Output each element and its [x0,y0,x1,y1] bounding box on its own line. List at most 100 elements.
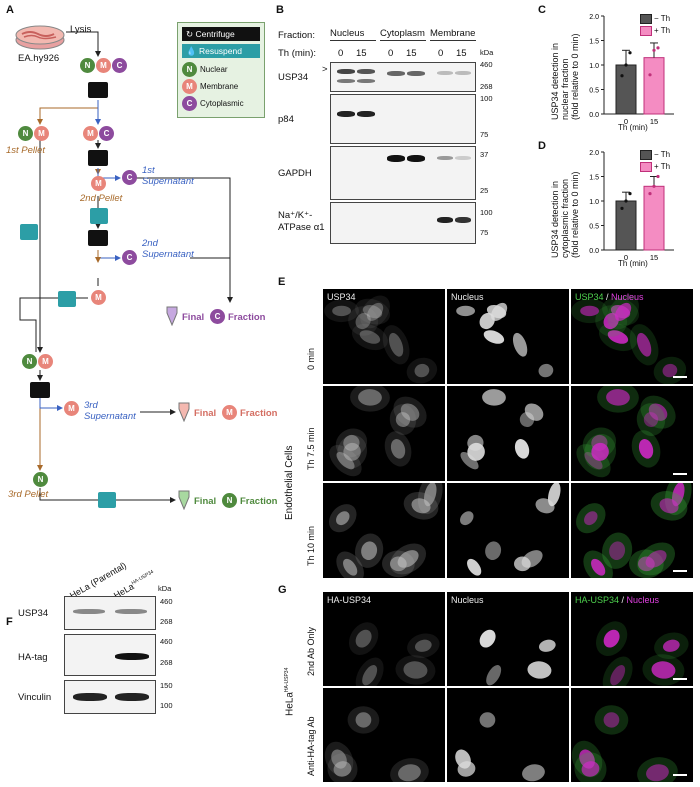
e-micrograph-r1-c0 [323,386,445,481]
time-15: 15 [406,48,417,59]
f-row-usp34: USP34 [18,608,49,619]
row-label-p84: p84 [278,114,294,125]
final-n-label: Final [194,496,217,507]
chart-d-xlabel: Th (min) [618,259,648,268]
tube-icon [178,402,190,423]
mw-marker: 75 [480,228,489,237]
chart-c-xlabel: Th (min) [618,123,648,132]
tube-icon [166,306,178,327]
y-tick-label: 1.0 [589,199,599,206]
cytoplasmic-marker: C [210,309,225,324]
cytoplasmic-marker: C [122,170,137,185]
g-micrograph-r0-c0: HA-USP34 [323,592,445,686]
y-tick-label: 0.5 [589,224,599,231]
legend-plus-th: + Th [654,162,671,171]
panel-label-g: G [278,584,287,596]
e-row-0: 0 min [306,347,316,370]
nuclear-marker: N [222,493,237,508]
y-tick-label: 0.5 [589,88,599,95]
legend-box: ↻ Centrifuge 💧 Resuspend N Nuclear M Mem… [177,22,265,118]
e-group-label: Endothelial Cells [284,445,295,521]
flow-arrows [19,31,233,503]
kda-label: kDa [158,584,172,593]
cell-line-label: EA.hy926 [18,53,60,64]
mw-marker: 460 [160,597,173,606]
panel-label-e: E [278,276,286,288]
legend-membrane: Membrane [200,82,239,91]
scale-bar [673,376,687,378]
scale-bar [673,774,687,776]
e-row-2: Th 10 min [306,525,316,566]
blot-f-vinculin [64,680,156,714]
panel-label-b: B [276,4,284,16]
fraction-n-label: Fraction [240,496,278,507]
y-tick-label: 2.0 [589,14,599,21]
data-point [624,199,628,203]
row-label-atpase: Na⁺/K⁺-ATPase α1 [278,210,325,233]
legend-swatch-minus [640,14,652,24]
resuspend-icon [98,492,116,508]
final-c-label: Final [182,312,205,323]
data-point [628,192,632,196]
fraction-nucleus: Nucleus [330,28,365,39]
time-15: 15 [456,48,467,59]
mw-marker: 100 [480,208,493,217]
membrane-marker: M [38,354,53,369]
arrow-marker: > [322,64,328,75]
legend-swatch-plus [640,162,652,172]
data-point [656,46,660,50]
legend-swatch-plus [640,26,652,36]
nuclear-marker: N [18,126,33,141]
culture-dish-icon [14,22,66,50]
mw-marker: 268 [160,658,173,667]
panel-label-a: A [6,4,14,16]
g-col-label-1: Nucleus [451,595,484,605]
x-tick-label: 15 [650,253,658,262]
scale-bar [673,570,687,572]
lysis-label: Lysis [70,24,92,35]
pellet-2-label: 2nd Pellet [80,193,123,204]
g-micrograph-r1-c1 [447,688,569,782]
data-point [648,73,652,77]
data-point [624,63,628,67]
legend-resuspend: 💧 Resuspend [182,44,260,58]
pellet-3-label: 3rd Pellet [8,489,49,500]
legend-minus-th: − Th [654,14,671,23]
e-micrograph-r0-c1: Nucleus [447,289,569,384]
y-tick-label: 1.5 [589,39,599,46]
bar-0 [615,200,637,251]
e-micrograph-r2-c0 [323,483,445,578]
g-row-0: 2nd Ab Only [306,626,316,676]
g-merge-label: HA-USP34 / Nucleus [575,595,660,605]
e-micrograph-r1-c1 [447,386,569,481]
g-micrograph-r0-c2: HA-USP34 / Nucleus [571,592,693,686]
data-point [652,184,656,188]
y-tick-label: 1.0 [589,63,599,70]
time-0: 0 [438,48,444,59]
th-label: Th (min): [278,48,316,59]
data-point [656,174,660,179]
legend-swatch-minus [640,150,652,160]
bar-1 [643,185,665,251]
bar-1 [643,57,665,115]
cytoplasmic-marker: C [122,250,137,265]
panel-label-d: D [538,140,546,152]
e-row-1: Th 7.5 min [306,427,316,470]
kda-label: kDa [480,48,494,57]
e-col-label-1: Nucleus [451,292,484,302]
nuclear-marker: N [33,472,48,487]
fraction-label: Fraction: [278,30,315,41]
x-tick-label: 0 [624,253,628,262]
cytoplasmic-marker: C [112,58,127,73]
y-tick-label: 0.0 [589,248,599,255]
resuspend-icon [20,224,38,240]
membrane-marker: M [83,126,98,141]
g-micrograph-r1-c2 [571,688,693,782]
e-merge-label: USP34 / Nucleus [575,292,644,302]
